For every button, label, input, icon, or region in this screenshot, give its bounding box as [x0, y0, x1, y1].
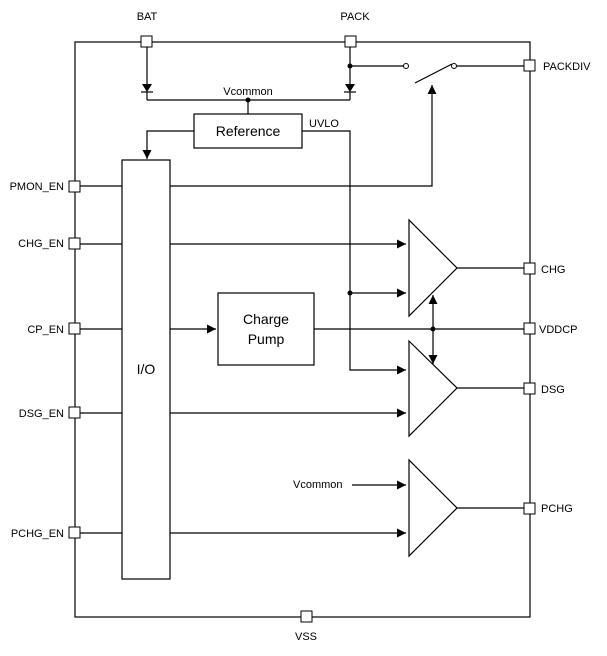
io-block — [121, 159, 171, 580]
chg-driver — [408, 218, 458, 318]
reference-block — [193, 113, 303, 149]
bat-pin-label: BAT — [137, 11, 158, 23]
cp-en-pin-label: CP_EN — [27, 324, 64, 336]
pchg-driver — [408, 458, 458, 558]
pmon-en-pin-label: PMON_EN — [10, 181, 64, 193]
charge-pump-label-1: Charge — [243, 311, 289, 327]
reference-to-io-arrow — [142, 130, 194, 159]
packdiv-pin — [523, 59, 536, 72]
dsg-en-pin — [68, 406, 81, 419]
pmon-control-arrow — [170, 85, 437, 187]
packdiv-switch — [414, 63, 453, 84]
chg-pin-label: CHG — [541, 264, 565, 276]
cp-en-pin — [68, 322, 81, 335]
vss-pin — [300, 610, 313, 623]
bat-pin — [140, 35, 153, 48]
pack-pin-label: PACK — [340, 11, 370, 23]
switch-contact-right — [451, 63, 457, 69]
dsg-en-pin-label: DSG_EN — [19, 408, 64, 420]
vss-pin-label: VSS — [295, 631, 317, 643]
chg-pin — [523, 262, 536, 275]
pchg-pin — [523, 502, 536, 515]
pchg-en-pin — [68, 526, 81, 539]
dsg-pin — [523, 382, 536, 395]
chg-en-pin-label: CHG_EN — [18, 238, 64, 250]
charge-pump-label-2: Pump — [248, 331, 285, 347]
vcommon-label: Vcommon — [223, 86, 273, 98]
vddcp-pin-label: VDDCP — [539, 324, 578, 336]
pack-diode-icon — [345, 84, 355, 92]
dsg-driver — [408, 339, 458, 438]
pack-pin — [344, 35, 357, 48]
chg-en-pin — [68, 237, 81, 250]
reference-label: Reference — [216, 123, 281, 139]
vcommon-input-label: Vcommon — [293, 479, 343, 491]
uvlo-to-dsg-arrow — [302, 130, 406, 375]
packdiv-pin-label: PACKDIV — [543, 61, 591, 73]
bat-diode-icon — [142, 84, 152, 92]
pchg-pin-label: PCHG — [541, 503, 573, 515]
pchg-en-pin-label: PCHG_EN — [11, 528, 64, 540]
vddcp-pin — [523, 322, 536, 335]
uvlo-label: UVLO — [309, 118, 339, 130]
charge-pump-block — [217, 292, 315, 366]
switch-contact-left — [403, 63, 409, 69]
io-label: I/O — [137, 361, 156, 377]
pmon-en-pin — [68, 180, 81, 193]
dsg-pin-label: DSG — [541, 384, 565, 396]
